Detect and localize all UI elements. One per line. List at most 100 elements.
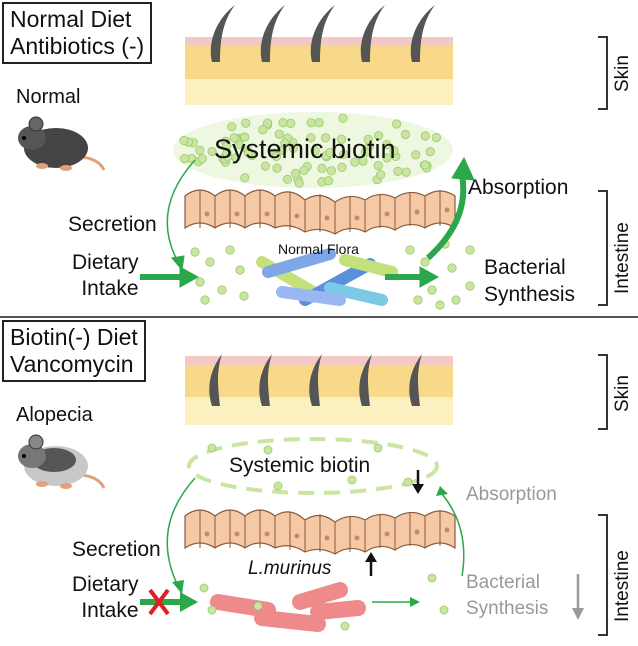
intestinal-villi bbox=[184, 509, 456, 555]
secretion-label: Secretion bbox=[72, 538, 161, 561]
biotin-dot bbox=[288, 143, 298, 153]
biotin-dot bbox=[363, 134, 373, 144]
lumen-biotin-dots bbox=[190, 239, 475, 310]
biotin-dot bbox=[197, 154, 207, 164]
biotin-dot bbox=[195, 277, 205, 287]
secretion-label: Secretion bbox=[68, 213, 157, 236]
biotin-dot bbox=[217, 285, 227, 295]
biotin-dot bbox=[262, 118, 273, 128]
biotin-dot bbox=[280, 138, 290, 148]
skin-section bbox=[185, 5, 453, 105]
bacterial-synthesis-label: Bacterial Synthesis bbox=[484, 254, 575, 308]
condition-title-normal: Normal Diet Antibiotics (-) bbox=[2, 2, 153, 64]
condition-title-deficient: Biotin(-) Diet Vancomycin bbox=[2, 320, 146, 382]
dietary-intake-label: Dietary Intake bbox=[72, 250, 139, 302]
biotin-dot bbox=[405, 245, 415, 255]
hair-group bbox=[209, 354, 422, 406]
title-line-2: Antibiotics (-) bbox=[10, 33, 145, 59]
deficient-scene-illustration bbox=[140, 354, 584, 632]
decrease-arrow-synthesis bbox=[572, 608, 584, 620]
biotin-dot bbox=[425, 147, 435, 157]
intestine-bracket bbox=[598, 190, 608, 306]
bacterial-line-1: Bacterial bbox=[484, 256, 566, 279]
dietary-line-1: Dietary bbox=[72, 573, 139, 596]
biotin-dot bbox=[360, 147, 370, 157]
biotin-dot bbox=[413, 295, 423, 305]
biotin-dot bbox=[239, 291, 249, 301]
biotin-dot bbox=[278, 118, 288, 128]
increase-arrow-bacteria bbox=[365, 552, 377, 562]
biotin-dot bbox=[190, 247, 200, 257]
skin-label: Skin bbox=[612, 375, 633, 412]
deficient-condition-panel: Biotin(-) Diet Vancomycin Alopecia Syste… bbox=[0, 318, 638, 646]
biotin-dot bbox=[373, 131, 384, 141]
biotin-dot bbox=[235, 265, 245, 275]
biotin-dot bbox=[350, 157, 360, 167]
dietary-line-1: Dietary bbox=[72, 251, 139, 274]
mouse-icon bbox=[18, 434, 106, 489]
biotin-dot bbox=[179, 135, 189, 146]
biotin-dot bbox=[338, 113, 348, 124]
intestine-label: Intestine bbox=[612, 222, 633, 294]
biotin-dot bbox=[401, 167, 411, 177]
biotin-dot bbox=[306, 118, 316, 128]
biotin-dot bbox=[375, 170, 386, 180]
blocked-x-icon bbox=[148, 588, 170, 616]
biotin-dot bbox=[229, 133, 239, 143]
skin-bracket bbox=[598, 354, 608, 430]
systemic-biotin-label: Systemic biotin bbox=[229, 454, 371, 477]
lumen-biotin-dots bbox=[199, 573, 449, 631]
biotin-dot bbox=[325, 147, 335, 157]
biotin-dot bbox=[286, 118, 296, 129]
skin-label: Skin bbox=[612, 55, 633, 92]
bacterial-line-1: Bacterial bbox=[466, 572, 540, 593]
title-line-2: Vancomycin bbox=[10, 351, 134, 377]
intestine-label: Intestine bbox=[612, 550, 633, 622]
biotin-dot bbox=[225, 245, 235, 255]
biotin-dot bbox=[382, 140, 392, 150]
biotin-dot bbox=[326, 166, 336, 176]
skin-bracket bbox=[598, 36, 608, 110]
biotin-dot bbox=[465, 281, 475, 291]
biotin-dot bbox=[391, 119, 402, 129]
biotin-dot bbox=[420, 257, 430, 267]
biotin-dot bbox=[272, 163, 282, 173]
biotin-dot bbox=[240, 132, 250, 142]
biotin-dot bbox=[447, 263, 457, 273]
biotin-dot bbox=[420, 131, 430, 141]
normal-condition-panel: Normal Diet Antibiotics (-) Normal Syste… bbox=[0, 0, 638, 318]
biotin-dot bbox=[435, 300, 445, 310]
biotin-dot bbox=[200, 295, 210, 305]
mouse-icon bbox=[18, 116, 106, 171]
mouse-state-label: Normal bbox=[16, 86, 81, 108]
absorption-label: Absorption bbox=[468, 176, 569, 199]
biotin-dot bbox=[314, 118, 324, 128]
biotin-dot bbox=[420, 160, 430, 170]
biotin-dot bbox=[299, 165, 309, 175]
intestinal-villi bbox=[184, 189, 456, 235]
decrease-arrow-systemic bbox=[412, 484, 424, 494]
bacteria-label: L.murinus bbox=[248, 558, 332, 579]
biotin-dot bbox=[231, 153, 241, 163]
biotin-dot bbox=[240, 173, 250, 183]
dietary-intake-label: Dietary Intake bbox=[72, 572, 139, 624]
biotin-dot bbox=[373, 161, 383, 171]
biotin-dot bbox=[306, 133, 316, 143]
biotin-dot bbox=[393, 166, 403, 176]
biotin-dot bbox=[323, 176, 334, 186]
panel-divider bbox=[0, 316, 638, 318]
normal-scene-illustration bbox=[140, 5, 475, 310]
systemic-biotin-label: Systemic biotin bbox=[214, 134, 396, 164]
biotin-dot bbox=[431, 132, 441, 143]
systemic-biotin-boundary bbox=[187, 437, 439, 495]
biotin-dot bbox=[260, 161, 270, 171]
biotin-dot bbox=[382, 153, 392, 163]
biotin-dot bbox=[400, 129, 411, 140]
biotin-dot bbox=[258, 125, 268, 135]
biotin-dot bbox=[465, 245, 475, 255]
biotin-dot bbox=[205, 257, 215, 267]
skin-section bbox=[185, 354, 453, 425]
biotin-dot bbox=[243, 148, 254, 158]
biotin-dot bbox=[310, 146, 320, 156]
biotin-dot bbox=[271, 151, 281, 161]
